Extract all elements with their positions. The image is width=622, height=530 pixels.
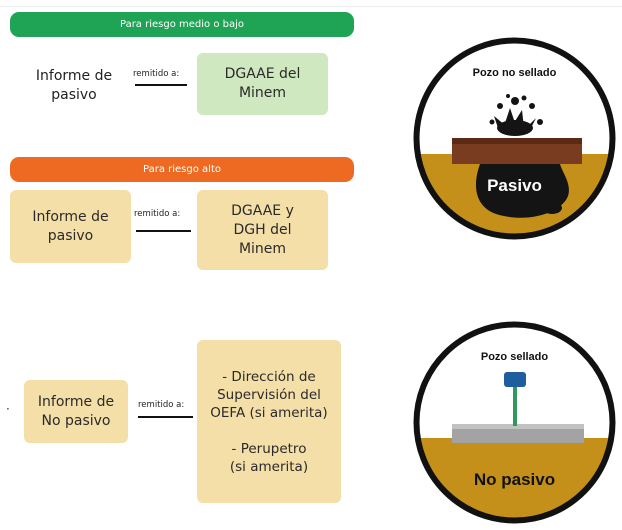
connector-line-1 (135, 84, 187, 86)
target-box-2: DGAAE y DGH del Minem (197, 190, 328, 270)
banner-high-risk: Para riesgo alto (10, 157, 354, 182)
target-box-1: DGAAE del Minem (197, 53, 328, 115)
concrete-slab (452, 142, 582, 164)
caption-unsealed: Pozo no sellado (473, 67, 557, 79)
report-label-1: Informe de pasivo (35, 68, 113, 103)
connector-line-3 (138, 416, 193, 418)
connector-label-3: remitido a: (138, 400, 185, 410)
connector-line-2 (136, 230, 191, 232)
report-box-2: Informe de pasivo (10, 190, 131, 263)
concrete-slab (452, 428, 584, 443)
report-box-3: Informe de No pasivo (24, 380, 128, 443)
sealed-valve-icon (504, 372, 526, 426)
sealed-well-illustration: Pozo sellado No pasivo (413, 321, 616, 524)
label-no-pasivo: No pasivo (474, 470, 555, 489)
top-divider (0, 6, 622, 7)
illustration-frame (413, 321, 616, 524)
connector-label-1: remitido a: (133, 69, 180, 79)
illustration-frame (413, 37, 616, 240)
stray-mark: · (6, 402, 10, 416)
target-box-3: - Dirección de Supervisión del OEFA (si … (197, 340, 341, 503)
label-pasivo: Pasivo (487, 176, 542, 195)
connector-label-2: remitido a: (134, 209, 181, 219)
caption-sealed: Pozo sellado (481, 351, 549, 363)
unsealed-well-illustration: Pozo no sellado Pasivo (413, 37, 616, 240)
oil-splash-icon (489, 94, 543, 136)
banner-medium-low-risk: Para riesgo medio o bajo (10, 12, 354, 37)
